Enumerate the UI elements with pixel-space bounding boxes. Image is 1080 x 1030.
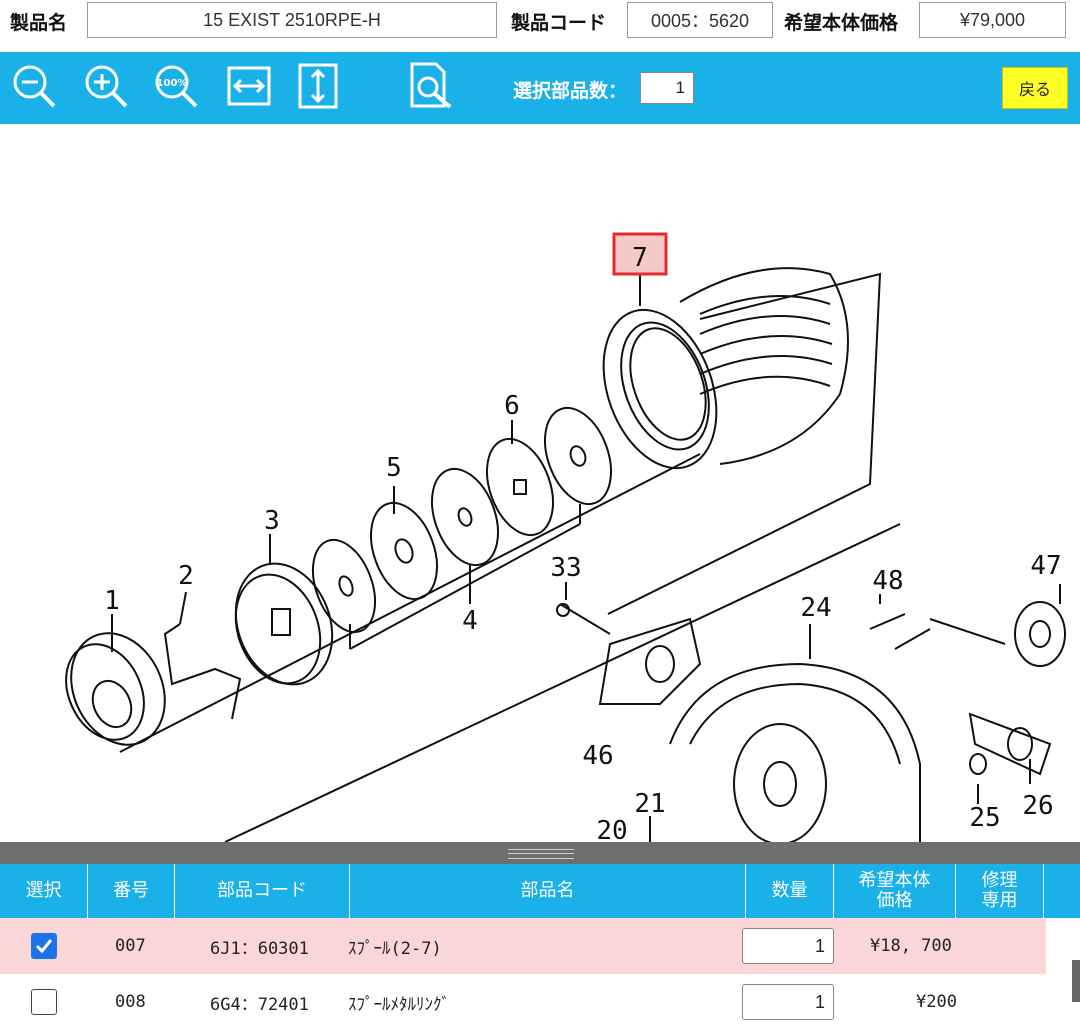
price-label: 希望本体価格 <box>784 12 899 34</box>
part-label-1[interactable]: 1 <box>104 586 120 616</box>
col-price: 希望本体 価格 <box>834 864 956 918</box>
fit-height-icon[interactable] <box>294 60 346 112</box>
part-label-4[interactable]: 4 <box>462 606 478 636</box>
selected-count-label: 選択部品数： <box>513 80 628 102</box>
row-number: 007 <box>115 936 146 956</box>
part-label-5[interactable]: 5 <box>386 453 402 483</box>
find-icon[interactable] <box>406 60 458 112</box>
part-label-26[interactable]: 26 <box>1022 791 1053 821</box>
row-price: ¥18, 700 <box>870 936 952 956</box>
zoom-out-icon[interactable] <box>8 60 60 112</box>
product-name-field: 15 EXIST 2510RPE-H <box>87 2 497 38</box>
parts-drawing: 7 1 2 3 4 5 6 33 24 46 48 47 21 20 25 26 <box>65 232 1066 842</box>
part-label-47[interactable]: 47 <box>1030 551 1061 581</box>
row-quantity-field[interactable]: 1 <box>742 984 834 1020</box>
zoom-100-icon[interactable]: 100% <box>150 60 202 112</box>
product-name-label: 製品名 <box>10 12 68 34</box>
product-header: 製品名 15 EXIST 2510RPE-H 製品コード 0005：5620 希… <box>0 0 1080 52</box>
row-price: ¥200 <box>916 992 957 1012</box>
row-quantity-field[interactable]: 1 <box>742 928 834 964</box>
back-button[interactable]: 戻る <box>1002 67 1068 109</box>
part-label-48[interactable]: 48 <box>872 566 903 596</box>
col-quantity: 数量 <box>746 864 834 918</box>
product-code-label: 製品コード <box>511 12 607 34</box>
parts-table-header: 選択 番号 部品コード 部品名 数量 希望本体 価格 修理 専用 <box>0 864 1080 918</box>
viewer-toolbar: 100% <box>0 52 1080 124</box>
pane-splitter[interactable] <box>0 842 1080 864</box>
table-row[interactable]: 007 6J1：60301 ｽﾌﾟｰﾙ(2-7) 1 ¥18, 700 <box>0 918 1046 974</box>
row-part-name: ｽﾌﾟｰﾙﾒﾀﾙﾘﾝｸﾞ <box>348 994 450 1015</box>
col-number: 番号 <box>88 864 175 918</box>
part-label-20[interactable]: 20 <box>596 816 627 842</box>
col-select: 選択 <box>0 864 88 918</box>
row-select-checkbox[interactable] <box>31 933 57 959</box>
col-repair-only: 修理 専用 <box>956 864 1044 918</box>
zoom-in-icon[interactable] <box>80 60 132 112</box>
selected-count-field[interactable]: 1 <box>640 72 694 104</box>
part-label-33[interactable]: 33 <box>550 553 581 583</box>
part-label-2[interactable]: 2 <box>178 561 194 591</box>
col-part-code: 部品コード <box>175 864 350 918</box>
part-label-24[interactable]: 24 <box>800 593 831 623</box>
row-part-name: ｽﾌﾟｰﾙ(2-7) <box>348 938 442 959</box>
exploded-parts-diagram[interactable]: 7 1 2 3 4 5 6 33 24 46 48 47 21 20 25 26 <box>0 124 1080 842</box>
row-number: 008 <box>115 992 146 1012</box>
part-label-7[interactable]: 7 <box>632 243 648 273</box>
part-label-6[interactable]: 6 <box>504 391 520 421</box>
part-label-3[interactable]: 3 <box>264 506 280 536</box>
splitter-grip-icon[interactable] <box>508 849 574 859</box>
fit-width-icon[interactable] <box>224 60 276 112</box>
row-select-checkbox[interactable] <box>31 989 57 1015</box>
checkmark-icon <box>35 939 53 954</box>
zoom-100-text: 100% <box>157 78 188 89</box>
col-part-name: 部品名 <box>350 864 746 918</box>
table-scrollbar[interactable] <box>1072 960 1080 1002</box>
table-row[interactable]: 008 6G4：72401 ｽﾌﾟｰﾙﾒﾀﾙﾘﾝｸﾞ 1 ¥200 <box>0 974 1046 1030</box>
part-label-25[interactable]: 25 <box>969 803 1000 833</box>
product-code-field: 0005：5620 <box>627 2 773 38</box>
part-label-46[interactable]: 46 <box>582 741 613 771</box>
row-part-code: 6J1：60301 <box>210 938 309 959</box>
highlighted-part-box[interactable] <box>612 232 668 276</box>
price-field: ¥79,000 <box>919 2 1066 38</box>
part-label-21[interactable]: 21 <box>634 789 665 819</box>
row-part-code: 6G4：72401 <box>210 994 309 1015</box>
